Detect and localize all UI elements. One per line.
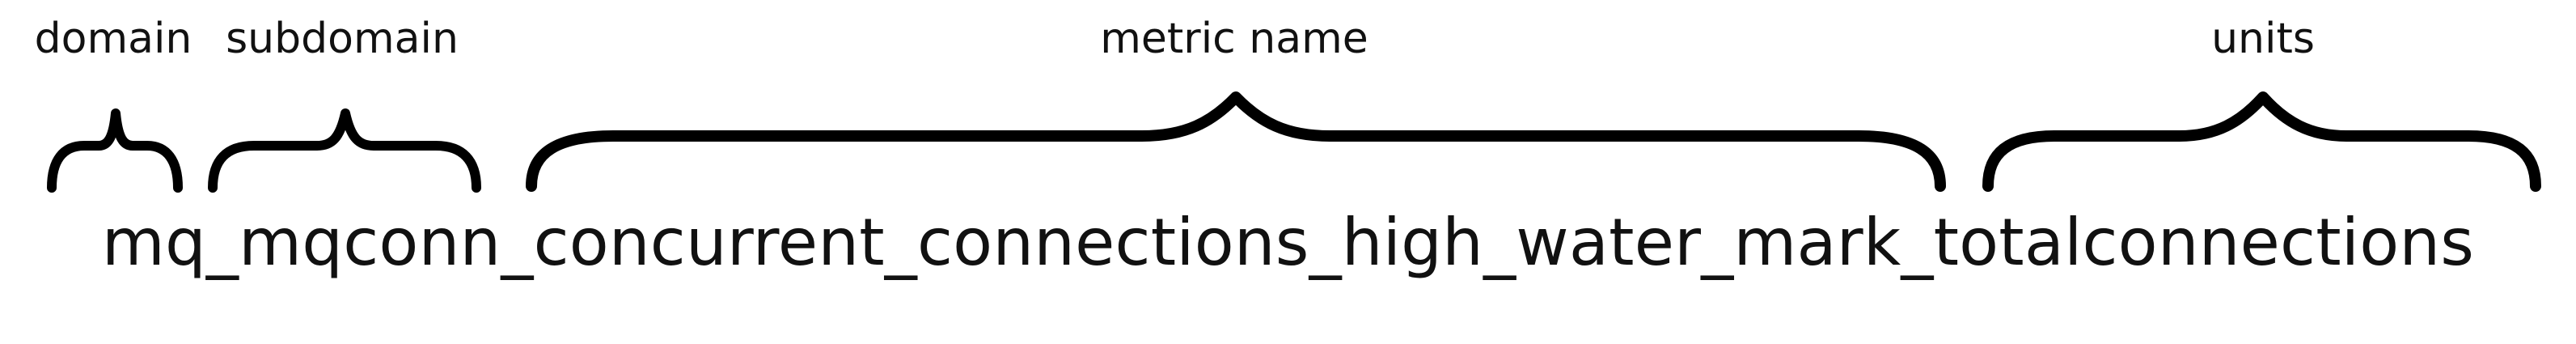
label-subdomain: subdomain	[226, 15, 459, 63]
metric-string: mq_mqconn_concurrent_connections_high_wa…	[101, 205, 2475, 280]
label-metric-name: metric name	[1100, 15, 1368, 63]
brace-subdomain	[208, 108, 481, 193]
brace-units	[1982, 91, 2541, 192]
label-units: units	[2211, 15, 2315, 63]
label-domain: domain	[34, 15, 192, 63]
brace-metric-name	[526, 91, 1946, 192]
brace-domain	[47, 108, 183, 193]
